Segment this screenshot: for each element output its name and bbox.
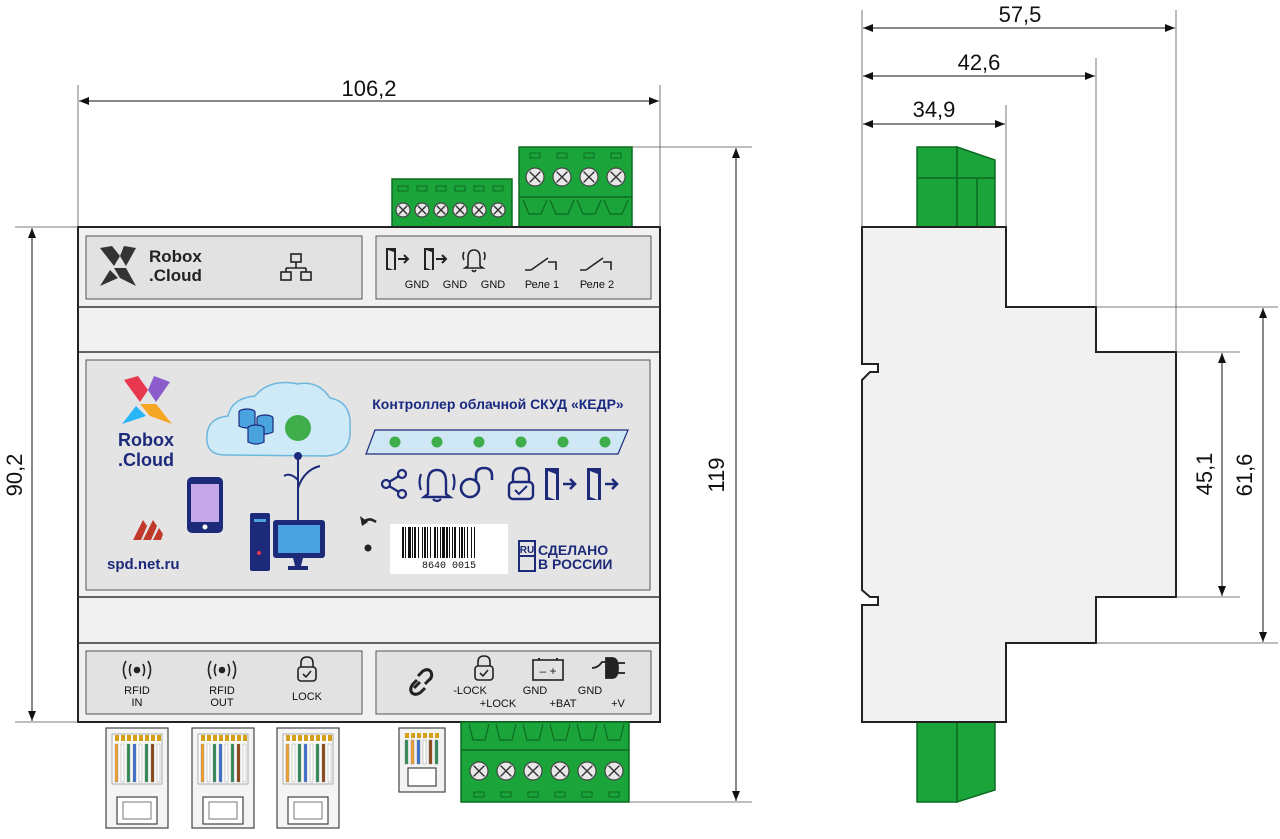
dim-side-depth-total: 57,5 <box>999 2 1042 27</box>
link-icon <box>409 668 434 696</box>
reset-button-icon <box>360 516 377 552</box>
lock-small-icon <box>474 655 494 681</box>
top-label-gnd2: GND <box>443 279 468 291</box>
alarm-bell-icon <box>462 249 486 273</box>
rfid-in-line2: IN <box>132 697 143 709</box>
dim-height-total: 119 <box>704 457 729 492</box>
connection-line-icon <box>283 452 321 520</box>
lock-icon <box>297 656 317 682</box>
relay1-contact-icon <box>525 257 557 271</box>
power-plug-icon <box>591 657 625 679</box>
top-brand-line1: Robox <box>149 247 202 266</box>
dim-side-height-mid: 45,1 <box>1192 453 1217 496</box>
status-led <box>599 436 611 448</box>
center-brand-line1: Robox <box>118 430 174 450</box>
dim-side-depth-mid: 42,6 <box>958 50 1001 75</box>
barcode-number: 8640 0015 <box>422 561 476 572</box>
relay2-contact-icon <box>580 257 612 271</box>
dim-side-depth-front: 34,9 <box>913 97 956 122</box>
dim-side-height-rail: 61,6 <box>1232 454 1257 497</box>
unlock-icon <box>459 466 494 499</box>
top-label-gnd3: GND <box>481 279 506 291</box>
minus-lock-label: -LOCK <box>453 685 487 697</box>
lock-label: LOCK <box>292 691 323 703</box>
status-led <box>557 436 569 448</box>
side-view <box>861 145 1177 804</box>
gnd1-label: GND <box>523 685 548 697</box>
dim-height-front: 90,2 <box>2 454 27 497</box>
plus-bat-label: +BAT <box>549 698 576 710</box>
barcode: 8640 0015 <box>390 524 508 574</box>
alarm-bell-icon <box>418 468 456 503</box>
plus-v-label: +V <box>611 698 625 710</box>
made-in-russia-badge: RU СДЕЛАНО В РОССИИ <box>518 540 612 572</box>
lock-check-icon <box>507 466 535 501</box>
website-text: spd.net.ru <box>107 556 180 573</box>
bottom-left-panel <box>85 650 363 715</box>
robox-logo-color-icon <box>122 376 172 424</box>
status-led <box>515 436 527 448</box>
status-led <box>431 436 443 448</box>
housing-side <box>861 226 1177 723</box>
dim-width-front: 106,2 <box>341 76 396 101</box>
made-in-badge-text: RU <box>520 545 534 556</box>
door-enter-icon <box>424 248 448 270</box>
top-terminal-block-relay <box>518 146 633 228</box>
center-brand-line2: .Cloud <box>118 450 174 470</box>
robox-logo-small-icon <box>100 246 136 286</box>
status-led <box>473 436 485 448</box>
top-label-gnd1: GND <box>405 279 430 291</box>
rfid-out-icon <box>207 660 237 680</box>
top-label-relay1: Реле 1 <box>525 279 559 291</box>
door-exit-icon <box>587 468 619 500</box>
door-exit-icon <box>386 248 410 270</box>
top-left-panel <box>85 235 363 300</box>
rfid-out-line1: RFID <box>209 685 235 697</box>
rj45-connector <box>276 727 340 829</box>
top-right-panel <box>375 235 652 300</box>
gnd2-label: GND <box>578 685 603 697</box>
rj12-connector <box>398 727 446 793</box>
top-terminal-block-small <box>391 178 513 228</box>
status-icon-row <box>380 466 619 503</box>
database-icon <box>238 408 274 445</box>
rj45-connector <box>105 727 169 829</box>
rfid-out-line2: OUT <box>210 697 234 709</box>
door-enter-icon <box>545 468 577 500</box>
cloud-icon <box>206 381 351 457</box>
battery-icon: – + <box>532 658 564 681</box>
status-led-strip <box>365 429 629 455</box>
rfid-in-icon <box>122 660 152 680</box>
product-title: Контроллер облачной СКУД «КЕДР» <box>372 396 624 412</box>
phone-icon <box>187 477 223 533</box>
status-led <box>389 436 401 448</box>
made-in-line1: СДЕЛАНО <box>538 542 608 558</box>
battery-sign-text: – + <box>539 664 556 678</box>
share-icon <box>380 468 408 500</box>
plus-lock-label: +LOCK <box>480 698 517 710</box>
computer-icon <box>250 513 325 571</box>
made-in-line2: В РОССИИ <box>538 556 612 572</box>
rfid-in-line1: RFID <box>124 685 150 697</box>
network-icon <box>280 253 312 281</box>
rj45-connector <box>191 727 255 829</box>
top-brand-line2: .Cloud <box>149 266 202 285</box>
bottom-terminal-block <box>460 721 630 803</box>
spd-logo-icon <box>133 520 163 540</box>
top-label-relay2: Реле 2 <box>580 279 614 291</box>
